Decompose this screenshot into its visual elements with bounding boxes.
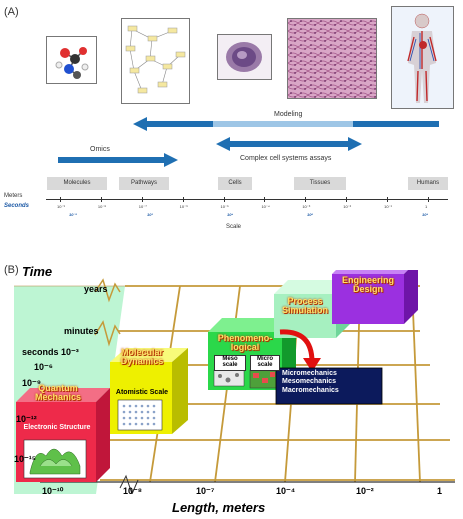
time-row-1e-9: 10⁻⁹: [22, 378, 42, 388]
time-row-1e-6: 10⁻⁶: [34, 362, 53, 372]
second-tick: 10⁶: [307, 212, 314, 217]
time-row-1e-12: 10⁻¹²: [16, 414, 37, 424]
meter-tick-label: 10⁻¹: [384, 204, 393, 209]
meter-tick-label: 10⁻⁴: [261, 204, 270, 209]
meters-label: Meters: [4, 193, 23, 199]
category-humans: Humans: [408, 177, 448, 190]
meter-tick-mark: [387, 197, 389, 202]
process-simulation-title: Process Simulation: [281, 296, 328, 315]
time-row-1e-15: 10⁻¹⁵: [14, 454, 36, 464]
omics-arrow: [58, 153, 178, 167]
meter-tick-mark: [60, 197, 61, 202]
complex-assays-arrow: [216, 137, 362, 151]
cell-image: [217, 34, 272, 80]
meter-tick-label: 10⁻⁹: [57, 204, 66, 209]
phenomenological-title: Phenomeno-logical: [217, 333, 273, 352]
meter-tick-label: 1: [425, 204, 428, 209]
second-tick: 10³: [147, 212, 153, 217]
meso-scale-label: Meso scale: [214, 355, 246, 371]
pathway-image: [121, 18, 190, 104]
panel-a-label: (A): [4, 6, 19, 18]
second-tick: 10⁹: [422, 212, 429, 217]
multiscale-diagram: [14, 270, 455, 494]
panel-b-label: (B): [4, 264, 19, 276]
micromechanics-label: Micromechanics: [282, 370, 337, 377]
quantum-mechanics-title: Quantum Mechanics: [34, 383, 82, 402]
meter-tick-mark: [264, 197, 266, 202]
meter-tick-label: 10⁻³: [302, 204, 311, 209]
atomistic-scale-label: Atomistic Scale: [115, 389, 169, 396]
second-tick: 10⁻⁶: [69, 212, 78, 217]
length-tick: 10⁻¹⁰: [42, 486, 64, 496]
length-tick: 10⁻⁸: [123, 486, 143, 496]
molecular-dynamics-title: Molecular Dynamics: [120, 347, 164, 366]
electronic-structure-label: Electronic Structure: [23, 424, 91, 431]
second-tick: 10⁴: [227, 212, 234, 217]
modeling-label: Modeling: [274, 111, 303, 118]
meter-tick-label: 10⁻⁵: [220, 204, 229, 209]
macromechanics-label: Macromechanics: [282, 386, 339, 394]
mechanics-list: Micromechanics Mesomechanics Macromechan…: [282, 370, 382, 395]
length-tick: 1: [437, 486, 443, 496]
time-row-seconds: seconds 10⁻³: [22, 347, 79, 357]
category-tissues: Tissues: [294, 177, 346, 190]
category-pathways: Pathways: [119, 177, 169, 190]
tissue-image: [287, 18, 377, 99]
meter-tick-mark: [428, 197, 429, 202]
category-cells: Cells: [218, 177, 252, 190]
omics-label: Omics: [90, 146, 110, 153]
meter-tick-mark: [141, 197, 143, 202]
meter-tick-label: 10⁻⁷: [138, 204, 147, 209]
length-tick: 10⁻⁴: [276, 486, 296, 496]
length-tick: 10⁻²: [356, 486, 374, 496]
micro-scale-label: Micro scale: [250, 355, 280, 371]
seconds-label: Seconds: [4, 203, 30, 209]
meter-tick-label: 10⁻⁸: [97, 204, 107, 209]
engineering-design-title: Engineering Design: [341, 275, 394, 294]
complex-assays-label: Complex cell systems assays: [240, 155, 332, 162]
human-image: [391, 6, 454, 109]
time-row-minutes: minutes: [64, 326, 99, 336]
meter-tick-label: 10⁻²: [343, 204, 352, 209]
meter-tick-mark: [305, 197, 307, 202]
scale-label: Scale: [226, 224, 242, 230]
meter-tick-mark: [346, 197, 348, 202]
scale-axis-line: [46, 199, 448, 200]
category-molecules: Molecules: [47, 177, 107, 190]
meter-tick-mark: [223, 197, 225, 202]
modeling-arrow: [133, 117, 439, 131]
length-axis-title: Length, meters: [172, 500, 266, 515]
molecule-image: [46, 36, 97, 84]
time-row-years: years: [84, 284, 108, 294]
mesomechanics-label: Mesomechanics: [282, 378, 337, 386]
length-tick: 10⁻⁷: [196, 486, 215, 496]
time-axis-title: Time: [22, 264, 53, 279]
meter-tick-mark: [182, 197, 184, 202]
meter-tick-mark: [100, 197, 102, 202]
meter-tick-label: 10⁻⁶: [179, 204, 188, 209]
